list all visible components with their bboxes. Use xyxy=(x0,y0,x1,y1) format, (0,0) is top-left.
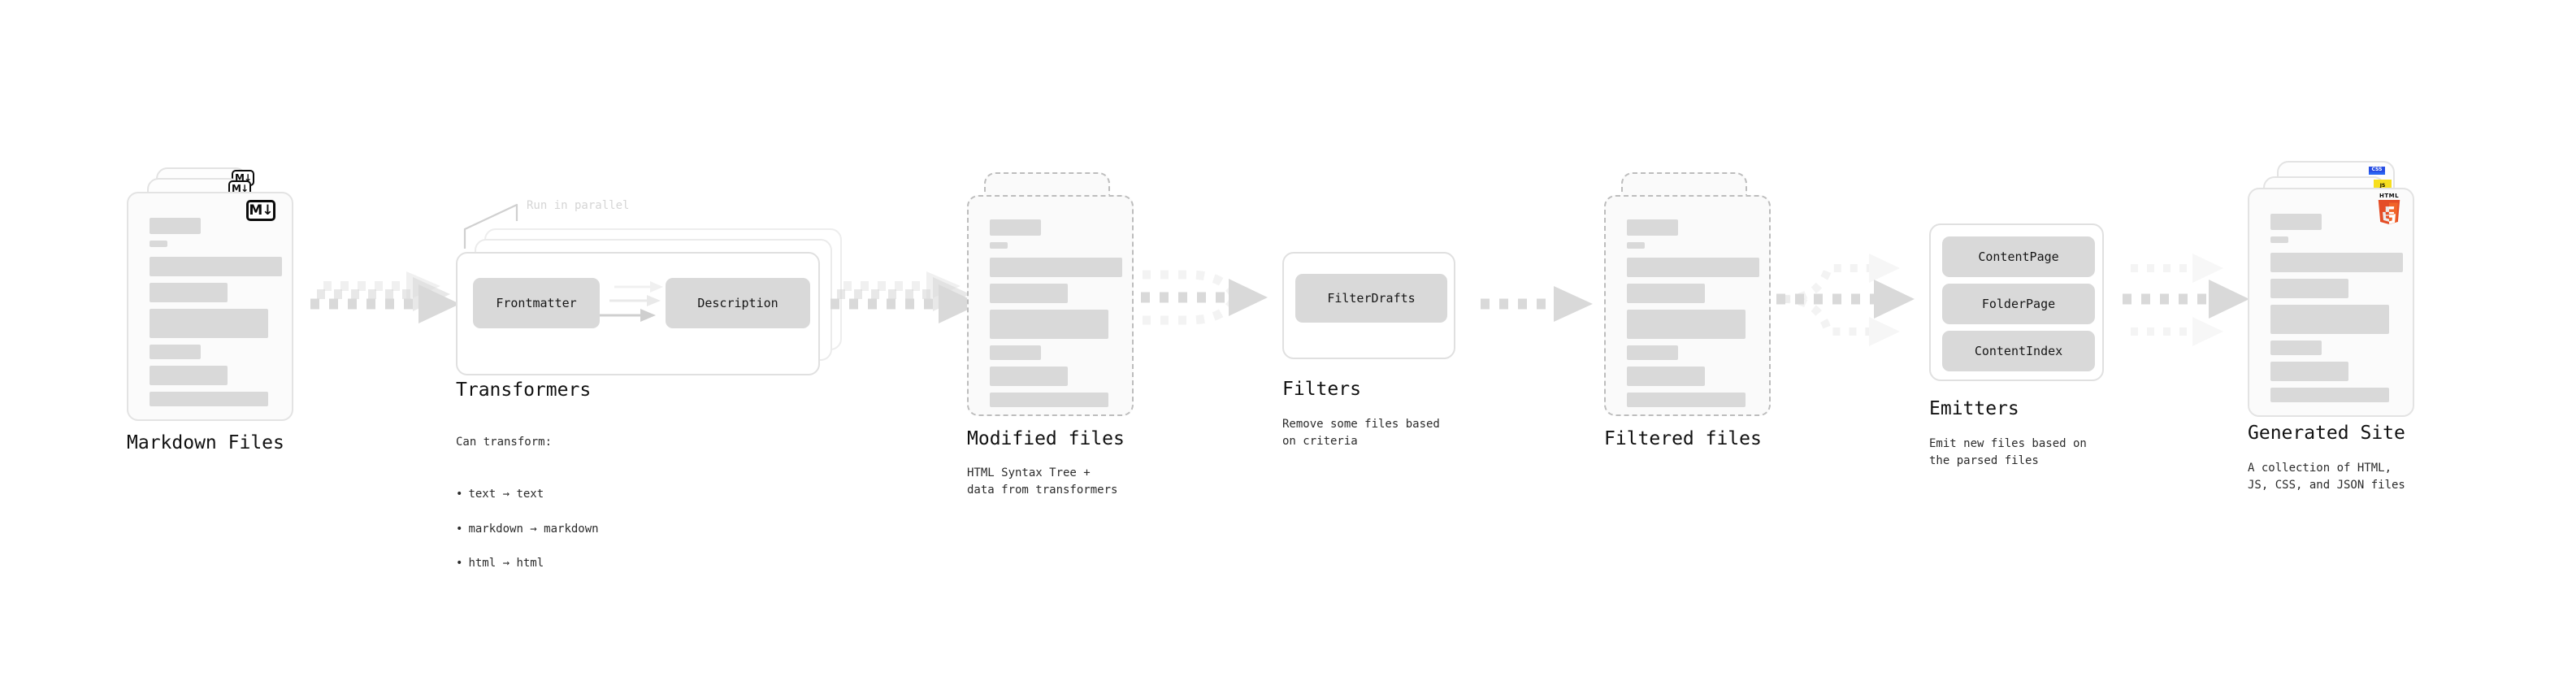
skeleton-bar xyxy=(2270,340,2322,355)
markdown-letter: M xyxy=(231,183,241,194)
filter-node-filterdrafts[interactable]: FilterDrafts xyxy=(1295,274,1447,323)
arrow-filters-to-filtered xyxy=(1481,286,1593,322)
emitter-node-contentindex[interactable]: ContentIndex xyxy=(1942,331,2095,371)
markdown-icon: M↓ xyxy=(246,200,275,221)
css-icon-label: CSS xyxy=(2371,167,2383,172)
markdown-arrow: ↓ xyxy=(262,202,273,219)
skeleton-bar xyxy=(2270,362,2348,381)
skeleton-bar xyxy=(2270,279,2348,298)
site-card-front xyxy=(2248,188,2414,417)
emitters-caption: Emit new files based on the parsed files xyxy=(1929,437,2087,468)
skeleton-bar xyxy=(150,366,228,385)
skeleton-bar xyxy=(990,258,1122,277)
skeleton-bar xyxy=(2270,214,2322,230)
skeleton-bar xyxy=(150,241,167,247)
skeleton-bar xyxy=(150,309,268,338)
emitter-node-label: ContentIndex xyxy=(1974,344,2063,358)
skeleton-bar xyxy=(1627,367,1705,386)
arrow-transformers-to-modified xyxy=(830,271,980,323)
transform-list-item: text → text xyxy=(456,486,599,503)
skeleton-bar xyxy=(150,218,201,234)
skeleton-bar xyxy=(2270,236,2288,243)
emitter-node-contentpage[interactable]: ContentPage xyxy=(1942,236,2095,277)
stage-title-filtered-files: Filtered files xyxy=(1604,428,1762,449)
html5-icon: HTML xyxy=(2377,193,2401,231)
skeleton-bar xyxy=(1627,284,1705,303)
skeleton-bar xyxy=(2270,253,2403,272)
skeleton-bar xyxy=(1627,242,1645,249)
html5-icon-word: HTML xyxy=(2379,193,2400,199)
skeleton-bar xyxy=(1627,345,1678,360)
filters-panel: FilterDrafts xyxy=(1282,252,1455,359)
markdown-card-front xyxy=(127,192,293,421)
markdown-arrow: ↓ xyxy=(240,183,249,194)
skeleton-bar xyxy=(990,242,1008,249)
markdown-letter: M xyxy=(249,202,262,219)
skeleton-bar xyxy=(150,283,228,302)
run-in-parallel-bracket xyxy=(463,203,518,249)
transformers-panel: Frontmatter Description xyxy=(456,252,820,375)
emitter-node-label: FolderPage xyxy=(1981,297,2056,311)
skeleton-bar xyxy=(990,284,1068,303)
skeleton-bar xyxy=(990,345,1041,360)
skeleton-bar xyxy=(150,345,201,359)
skeleton-bar xyxy=(1627,258,1759,277)
emitters-panel: ContentPage FolderPage ContentIndex xyxy=(1929,223,2104,381)
transformer-node-label: Frontmatter xyxy=(496,296,577,310)
js-icon-label: JS xyxy=(2379,182,2386,189)
html5-shield-glyph xyxy=(2378,200,2400,225)
css-icon: CSS xyxy=(2369,167,2385,175)
transformer-node-description[interactable]: Description xyxy=(666,278,810,328)
skeleton-bar xyxy=(990,310,1108,339)
filter-node-label: FilterDrafts xyxy=(1327,291,1416,306)
skeleton-bar xyxy=(990,219,1041,236)
skeleton-bar xyxy=(2270,388,2389,402)
skeleton-bar xyxy=(1627,310,1746,339)
stage-title-filters: Filters xyxy=(1282,379,1361,400)
transform-list: text → text markdown → markdown html → h… xyxy=(456,469,599,590)
filters-caption: Remove some files based on criteria xyxy=(1282,418,1440,449)
skeleton-bar xyxy=(1627,219,1678,236)
transform-list-item: html → html xyxy=(456,555,599,572)
skeleton-bar xyxy=(990,367,1068,386)
skeleton-bar xyxy=(990,393,1108,407)
filtered-card-front xyxy=(1604,195,1771,416)
arrow-markdown-to-transformers xyxy=(310,271,460,323)
modified-files-caption: HTML Syntax Tree + data from transformer… xyxy=(967,466,1118,497)
transform-list-item: markdown → markdown xyxy=(456,521,598,538)
caption-lead: Can transform: xyxy=(456,436,553,449)
transformers-caption: Can transform: text → text markdown → ma… xyxy=(456,417,599,607)
arrow-filtered-to-emitters xyxy=(1776,254,1915,346)
generated-site-caption: A collection of HTML, JS, CSS, and JSON … xyxy=(2248,462,2405,492)
stage-title-generated-site: Generated Site xyxy=(2248,423,2405,444)
emitter-node-label: ContentPage xyxy=(1978,249,2059,264)
stage-title-emitters: Emitters xyxy=(1929,398,2019,419)
modified-card-front xyxy=(967,195,1134,416)
stage-title-modified-files: Modified files xyxy=(967,428,1125,449)
skeleton-bar xyxy=(1627,393,1746,407)
transformer-node-label: Description xyxy=(697,296,778,310)
skeleton-bar xyxy=(150,392,268,406)
arrow-modified-to-filters xyxy=(1141,270,1268,325)
arrow-emitters-to-site xyxy=(2123,254,2249,346)
stage-title-transformers: Transformers xyxy=(456,380,592,401)
emitter-node-folderpage[interactable]: FolderPage xyxy=(1942,284,2095,324)
transformer-node-frontmatter[interactable]: Frontmatter xyxy=(473,278,600,328)
skeleton-bar xyxy=(150,257,282,276)
stage-title-markdown-files: Markdown Files xyxy=(127,432,284,453)
markdown-letter: M xyxy=(234,172,245,184)
run-in-parallel-label: Run in parallel xyxy=(527,199,630,212)
skeleton-bar xyxy=(2270,305,2389,334)
transformer-inner-arrows xyxy=(600,281,663,322)
markdown-arrow: ↓ xyxy=(243,172,252,184)
